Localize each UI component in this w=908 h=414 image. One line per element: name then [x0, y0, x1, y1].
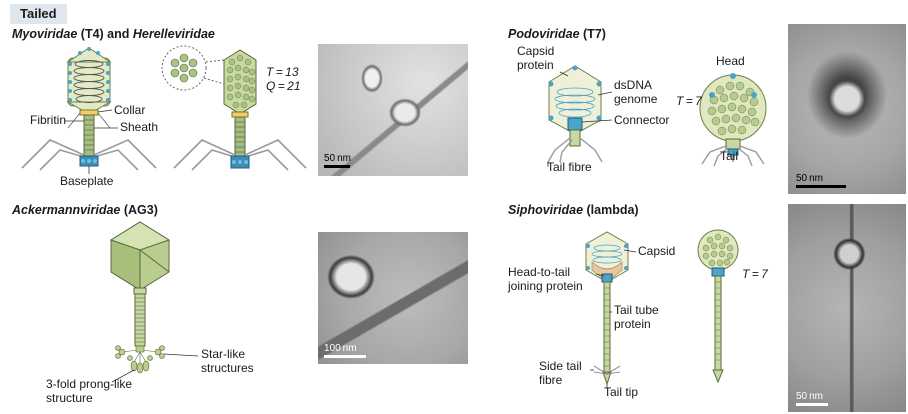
t4-sheath [83, 114, 95, 158]
siphoviridae-em-photo: 50 nm [788, 204, 906, 412]
scale-bar: 50 nm [324, 153, 351, 168]
heading-family: Ackermannviridae [12, 203, 121, 217]
q-number-label: Q = 21 [266, 79, 301, 93]
scale-bar-label: 50 nm [796, 391, 824, 402]
lambda-section-head [585, 231, 629, 283]
star-like-label-1: Star-like [201, 347, 246, 361]
ag3-prong [130, 351, 150, 374]
capsid-label: Capsid [638, 244, 676, 258]
t7-section-fibres [547, 137, 603, 163]
tail-fibre-label: Tail fibre [547, 160, 592, 174]
t-number-label: T = 7 [742, 267, 768, 281]
lambda-external-head [697, 229, 739, 277]
scale-bar-line [324, 165, 350, 168]
contracted-collar [231, 111, 249, 118]
prong-label-2: structure [46, 391, 93, 405]
scale-bar-label: 50 nm [796, 173, 824, 184]
t4-tail-fibres [21, 139, 157, 171]
ackermannviridae-heading: Ackermannviridae (AG3) [12, 203, 158, 217]
heading-strain: (T4) and [77, 27, 133, 41]
side-tail-fibre-label-1: Side tail [539, 359, 582, 373]
lambda-section-tail [593, 281, 621, 386]
t4-fibritin-whisker [97, 112, 111, 129]
myoviridae-em-photo: 50 nm [318, 44, 468, 176]
t7-section-head [548, 65, 602, 147]
sheath-label: Sheath [120, 120, 159, 134]
scale-bar-label: 50 nm [324, 153, 352, 164]
tail-label: Tail [720, 149, 739, 163]
myoviridae-heading: Myoviridae (T4) and Herelleviridae [12, 27, 215, 41]
scale-bar: 50 nm [796, 391, 828, 406]
lambda-external-tail [712, 275, 724, 384]
t-number-label: T = 13 [266, 65, 299, 79]
scale-bar-line [796, 403, 828, 406]
scale-bar-line [324, 355, 366, 358]
podoviridae-em-photo: 50 nm [788, 24, 906, 194]
heading-strain: (lambda) [583, 203, 639, 217]
scale-bar-label: 100 nm [324, 343, 357, 354]
head-to-tail-label-1: Head-to-tail [508, 265, 571, 279]
side-tail-fibre-label-2: fibre [539, 373, 563, 387]
contracted-baseplate [230, 155, 250, 169]
ag3-sheath [134, 293, 146, 347]
capsid-protein-label-2: protein [517, 58, 554, 72]
fibritin-label: Fibritin [30, 113, 67, 127]
baseplate-label: Baseplate [60, 174, 114, 188]
star-like-label-2: structures [201, 361, 254, 375]
heading-strain: (T7) [579, 27, 606, 41]
t4-fibritin-whisker [67, 112, 81, 129]
ag3-head [109, 221, 171, 291]
heading-family-2: Herelleviridae [132, 27, 215, 41]
connector-label: Connector [614, 113, 670, 127]
scale-bar-line [796, 185, 846, 188]
dsdna-label-1: dsDNA [614, 78, 653, 92]
podoviridae-heading: Podoviridae (T7) [508, 27, 606, 41]
section-tag: Tailed [10, 4, 67, 24]
scale-bar: 50 nm [796, 173, 846, 188]
heading-family: Siphoviridae [508, 203, 584, 217]
contracted-sheath [234, 116, 246, 158]
heading-family: Podoviridae [508, 27, 580, 41]
ackermannviridae-em-photo: 100 nm [318, 232, 468, 364]
dsdna-label-2: genome [614, 92, 658, 106]
t4-collar [79, 109, 99, 116]
tail-tube-label-2: protein [614, 317, 651, 331]
ag3-collar [133, 287, 147, 295]
prong-label-1: 3-fold prong-like [46, 377, 133, 391]
head-label: Head [716, 54, 745, 68]
t-number-label: T = 7 [676, 94, 702, 108]
contracted-head [223, 49, 257, 115]
ag3-star-structures [115, 345, 165, 361]
head-to-tail-label-2: joining protein [508, 279, 583, 293]
siphoviridae-heading: Siphoviridae (lambda) [508, 203, 639, 217]
heading-family: Myoviridae [12, 27, 78, 41]
t7-external-head [699, 73, 767, 142]
collar-label: Collar [114, 103, 146, 117]
capsomer-inset [161, 45, 225, 91]
t4-head [66, 47, 112, 115]
contracted-tail-fibres [173, 139, 307, 171]
tail-tube-label-1: Tail tube [614, 303, 659, 317]
scale-bar: 100 nm [324, 343, 366, 358]
t4-baseplate [79, 155, 99, 167]
heading-strain: (AG3) [120, 203, 158, 217]
capsid-protein-label-1: Capsid [517, 44, 555, 58]
tail-tip-label: Tail tip [604, 385, 639, 399]
